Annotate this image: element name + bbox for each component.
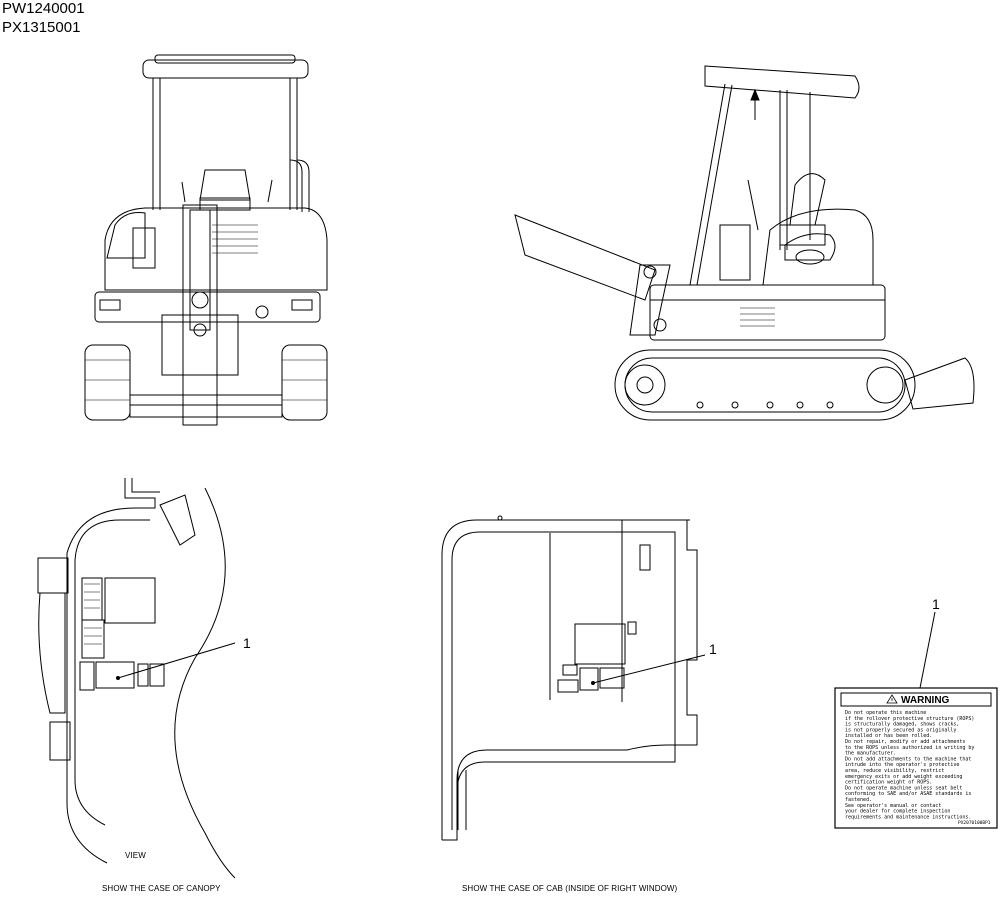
canopy-detail-view <box>37 478 236 879</box>
warning-title: WARNING <box>901 695 950 706</box>
warning-text-line: the manufacturer. <box>845 751 896 757</box>
warning-text-line: installed or has been rolled. <box>845 733 932 739</box>
warning-text-line: emergency exits or add weight exceeding <box>845 774 962 780</box>
warning-text-line: certification weight of ROPS. <box>845 780 932 786</box>
caption-canopy: SHOW THE CASE OF CANOPY <box>102 884 221 893</box>
warning-part-code: PX2070100BP1 <box>958 820 991 826</box>
warning-text-line: intrude into the operator's protective <box>845 762 959 768</box>
warning-text-line: to the ROPS unless authorized in writing… <box>845 745 974 751</box>
warning-text-line: is structurally damaged, shows cracks, <box>845 722 959 728</box>
serial-number-2: PX1315001 <box>2 19 81 36</box>
warning-text-line: Do not operate this machine <box>845 710 926 716</box>
serial-number-1: PW1240001 <box>2 0 85 17</box>
warning-text-line: conforming to SAE and/or ASAE standards … <box>845 791 971 797</box>
callout-canopy: 1 <box>243 635 251 651</box>
warning-text-line: your dealer for complete inspection <box>845 809 950 815</box>
warning-text-line: See operator's manual or contact <box>845 803 941 809</box>
caption-cab: SHOW THE CASE OF CAB (INSIDE OF RIGHT WI… <box>462 884 678 893</box>
warning-text-line: requirements and maintenance instruction… <box>845 814 971 820</box>
excavator-front-view <box>84 54 328 426</box>
warning-text-line: fastened. <box>845 797 872 803</box>
warning-text-line: Do not add attachments to the machine th… <box>845 756 971 762</box>
warning-text-line: Do not operate machine unless seat belt <box>845 785 962 791</box>
callout-decal: 1 <box>932 596 940 612</box>
warning-text-line: is not properly secured as originally <box>845 727 956 733</box>
callout-cab: 1 <box>709 641 717 657</box>
caption-view: VIEW <box>125 851 146 860</box>
warning-text-line: if the rollover protective structure (RO… <box>845 716 974 722</box>
excavator-side-view <box>514 65 975 421</box>
cab-detail-view <box>441 515 706 841</box>
warning-text-line: Do not repair, modify or add attachments <box>845 739 965 745</box>
warning-decal-graphic <box>834 611 998 829</box>
warning-text-line: area, reduce visibility, restrict <box>845 768 944 774</box>
